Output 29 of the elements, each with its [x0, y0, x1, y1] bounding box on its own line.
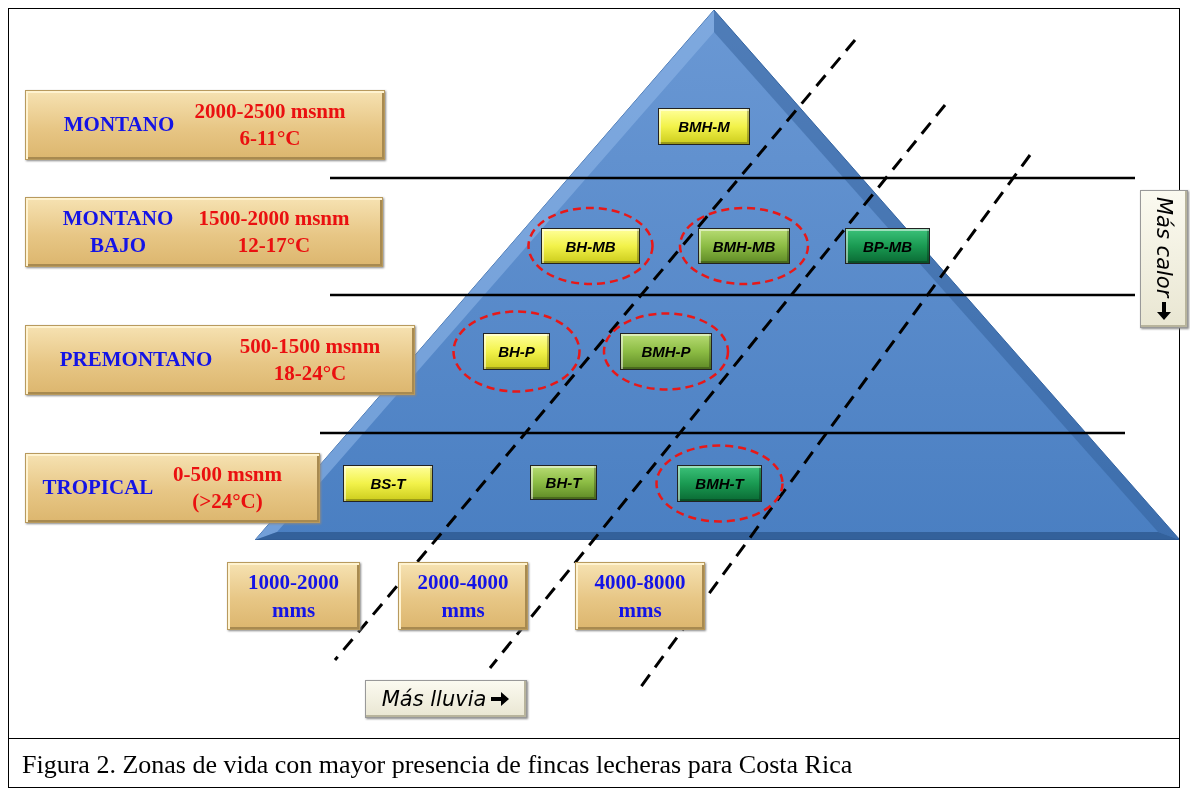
life-zone-box: BMH-T	[677, 465, 762, 502]
life-zone-box: BH-T	[530, 465, 597, 500]
life-zone-box: BH-P	[483, 333, 550, 370]
direction-card	[1140, 190, 1188, 328]
altitude-temperature-text: 500-1500 msnm 18-24°C	[238, 332, 382, 387]
direction-card	[365, 680, 527, 718]
altitude-temperature-text: 1500-2000 msnm 12-17°C	[197, 204, 351, 259]
direction-text: Más lluvia	[381, 687, 487, 711]
life-zone-box: BP-MB	[845, 228, 930, 264]
elevation-card	[25, 325, 415, 395]
rainfall-box: 4000-8000 mms	[575, 562, 705, 630]
life-zone-box: BMH-M	[658, 108, 750, 145]
altitude-temperature-text: 2000-2500 msnm 6-11°C	[193, 97, 347, 152]
life-zone-box: BMH-P	[620, 333, 712, 370]
life-zone-name: MONTANO	[62, 111, 176, 139]
rainfall-box: 2000-4000 mms	[398, 562, 528, 630]
life-zone-name: MONTANO BAJO	[61, 204, 175, 259]
life-zone-box: BS-T	[343, 465, 433, 502]
life-zone-box: BMH-MB	[698, 228, 790, 264]
direction-text: Más calor	[1152, 196, 1176, 298]
figure-caption: Figura 2. Zonas de vida con mayor presencia de fincas lecheras para Costa Rica	[22, 750, 853, 780]
life-zone-box: BH-MB	[541, 228, 640, 264]
elevation-card	[25, 197, 383, 267]
elevation-card	[25, 453, 320, 523]
rainfall-box: 1000-2000 mms	[227, 562, 360, 630]
elevation-card	[25, 90, 385, 160]
life-zone-name: TROPICAL	[42, 474, 153, 502]
altitude-temperature-text: 0-500 msnm (>24°C)	[171, 460, 284, 515]
life-zone-name: PREMONTANO	[58, 346, 214, 374]
